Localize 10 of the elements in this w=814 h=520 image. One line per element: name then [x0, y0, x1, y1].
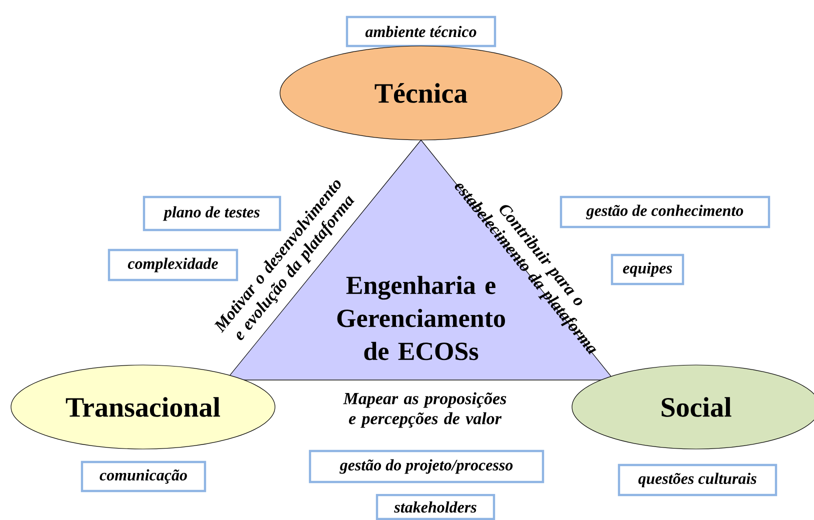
- keyword-box: ambiente técnico: [346, 16, 496, 48]
- keyword-box: complexidade: [108, 248, 238, 282]
- keyword-box: equipes: [610, 254, 684, 286]
- keyword-box: stakeholders: [376, 494, 496, 520]
- keyword-box: plano de testes: [142, 196, 282, 232]
- keyword-box: comunicação: [80, 460, 206, 492]
- keyword-box: questões culturais: [618, 464, 778, 496]
- relation-label: Mapear as proposições e percepções de valor: [343, 392, 506, 428]
- keyword-box: gestão do projeto/processo: [308, 450, 544, 484]
- keyword-box: gestão de conhecimento: [560, 196, 770, 228]
